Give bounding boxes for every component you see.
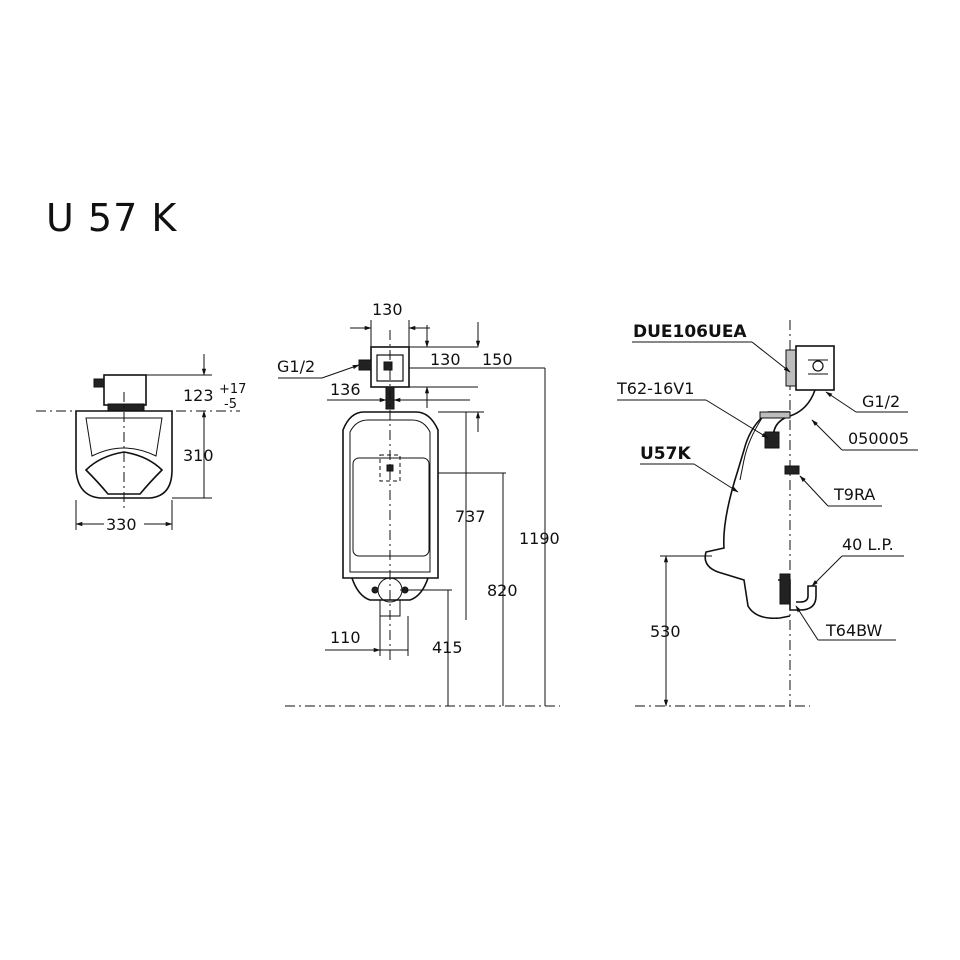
valve-detail: [808, 359, 828, 375]
front-inlet-label: G1/2: [277, 357, 315, 376]
dim-110: 110: [330, 628, 361, 647]
valve-plate: [785, 349, 797, 387]
valve-mount: [107, 403, 145, 412]
bowl-inner: [85, 417, 163, 457]
spud-side: [764, 431, 780, 449]
dim-737: 737: [455, 507, 486, 526]
front-view: 130 130 150 G1/2 136 737 1190 820: [277, 300, 560, 707]
trap-pipe: [778, 579, 817, 611]
bracket-side: [784, 465, 800, 475]
dim-width: 330: [106, 515, 137, 534]
dim-820: 820: [487, 581, 518, 600]
part-urinal: U57K: [640, 444, 691, 464]
part-bracket: T9RA: [833, 485, 875, 504]
sensor-eye: [383, 361, 393, 371]
urinal-body: [342, 411, 439, 579]
side-view: DUE106UEA T62-16V1 U57K G1/2 050005 T9RA…: [616, 320, 918, 707]
dim-valve-height: 123: [183, 386, 214, 405]
tol-minus: -5: [224, 397, 237, 412]
urinal-inner: [349, 419, 431, 573]
dim-530: 530: [650, 622, 681, 641]
inlet-fitting: [93, 378, 105, 388]
part-hose: 050005: [848, 429, 909, 448]
part-inlet: G1/2: [862, 392, 900, 411]
bowl-face: [352, 457, 430, 557]
valve-box: [103, 374, 147, 406]
trap-flange: [779, 573, 791, 605]
part-trap: T64BW: [825, 621, 883, 640]
dim-415: 415: [432, 638, 463, 657]
dim-top-offset: 150: [482, 350, 513, 369]
model-title: U 57 K: [46, 196, 178, 240]
dim-136: 136: [330, 380, 361, 399]
top-spreader: [759, 411, 791, 419]
bowl-outline: [75, 410, 173, 499]
dim-depth: 310: [183, 446, 214, 465]
drain-bolt-left: [371, 586, 379, 594]
urinal-side-inner: [739, 417, 763, 481]
bowl-lip: [84, 451, 164, 495]
dim-1190: 1190: [519, 529, 560, 548]
urinal-side-body: [704, 411, 791, 620]
part-trap-size: 40 L.P.: [842, 535, 894, 554]
dim-valve-height: 130: [430, 350, 461, 369]
top-view: 123 +17 -5 310 330: [36, 354, 246, 534]
tol-plus: +17: [219, 382, 246, 397]
inlet-valve: [358, 359, 372, 371]
dim-valve-width: 130: [372, 300, 403, 319]
part-flush-valve: DUE106UEA: [633, 322, 747, 342]
part-spud: T62-16V1: [616, 379, 694, 398]
valve-knob: [812, 360, 824, 372]
